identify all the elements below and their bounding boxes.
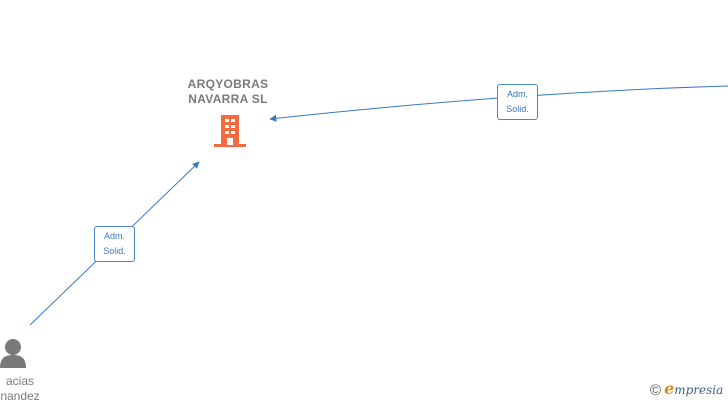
company-name[interactable]: ARQYOBRAS NAVARRA SL xyxy=(168,77,288,107)
brand-initial: e xyxy=(664,379,675,398)
person-icon[interactable] xyxy=(0,338,28,368)
edge-label-line2: Solid. xyxy=(506,104,529,114)
building-icon[interactable] xyxy=(214,113,246,148)
company-name-line2: NAVARRA SL xyxy=(188,92,268,106)
edge-label-person[interactable]: Adm. Solid. xyxy=(94,226,135,262)
brand-logo[interactable]: ©empresia xyxy=(650,379,723,399)
person-name-line1: acias xyxy=(5,374,34,388)
edge-label-line1: Adm. xyxy=(506,89,528,99)
person-name-line2: nandez xyxy=(0,389,40,403)
copyright-symbol: © xyxy=(650,382,662,399)
edge-label-line1: Adm. xyxy=(103,231,125,241)
edge-label-line2: Solid. xyxy=(103,246,126,256)
company-name-line1: ARQYOBRAS xyxy=(187,77,269,91)
edge-label-offscreen[interactable]: Adm. Solid. xyxy=(497,84,538,120)
brand-name: mpresia xyxy=(674,383,724,397)
